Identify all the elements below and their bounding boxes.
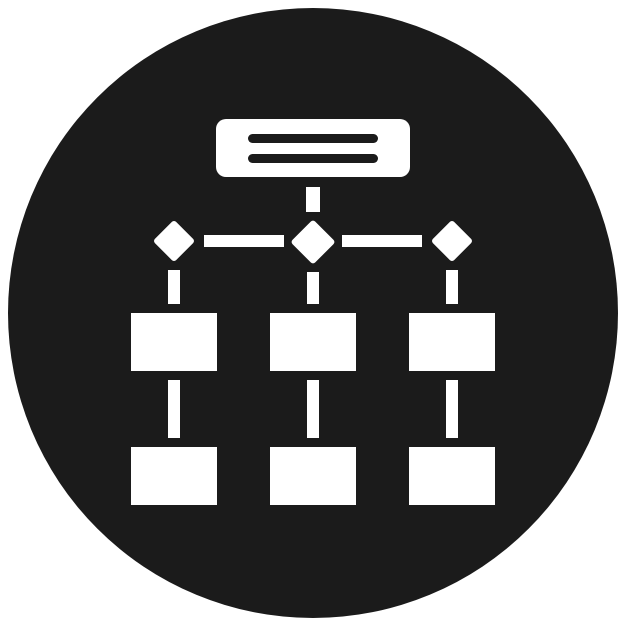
connector-row-center [307, 380, 319, 438]
process-box-row1-right [409, 313, 495, 371]
process-box-row1-center [270, 313, 356, 371]
decision-center [291, 220, 335, 264]
connector-row-right [446, 380, 458, 438]
connector-header-to-center [306, 187, 320, 212]
connector-right-decision-to-box [446, 270, 458, 304]
connector-row-left [168, 380, 180, 438]
header-line-bottom [248, 154, 378, 163]
connector-center-decision-to-box [307, 272, 319, 304]
header-box [216, 119, 410, 177]
process-box-row1-left [131, 313, 217, 371]
header-line-top [248, 134, 378, 143]
process-box-row2-left [131, 447, 217, 505]
flowchart-glyph [131, 119, 495, 505]
decision-left [154, 221, 194, 261]
process-box-row2-right [409, 447, 495, 505]
decision-right [432, 221, 472, 261]
connector-left-decision-to-box [168, 270, 180, 304]
process-box-row2-center [270, 447, 356, 505]
connector-left-to-center [204, 235, 284, 247]
connector-center-to-right [342, 235, 422, 247]
